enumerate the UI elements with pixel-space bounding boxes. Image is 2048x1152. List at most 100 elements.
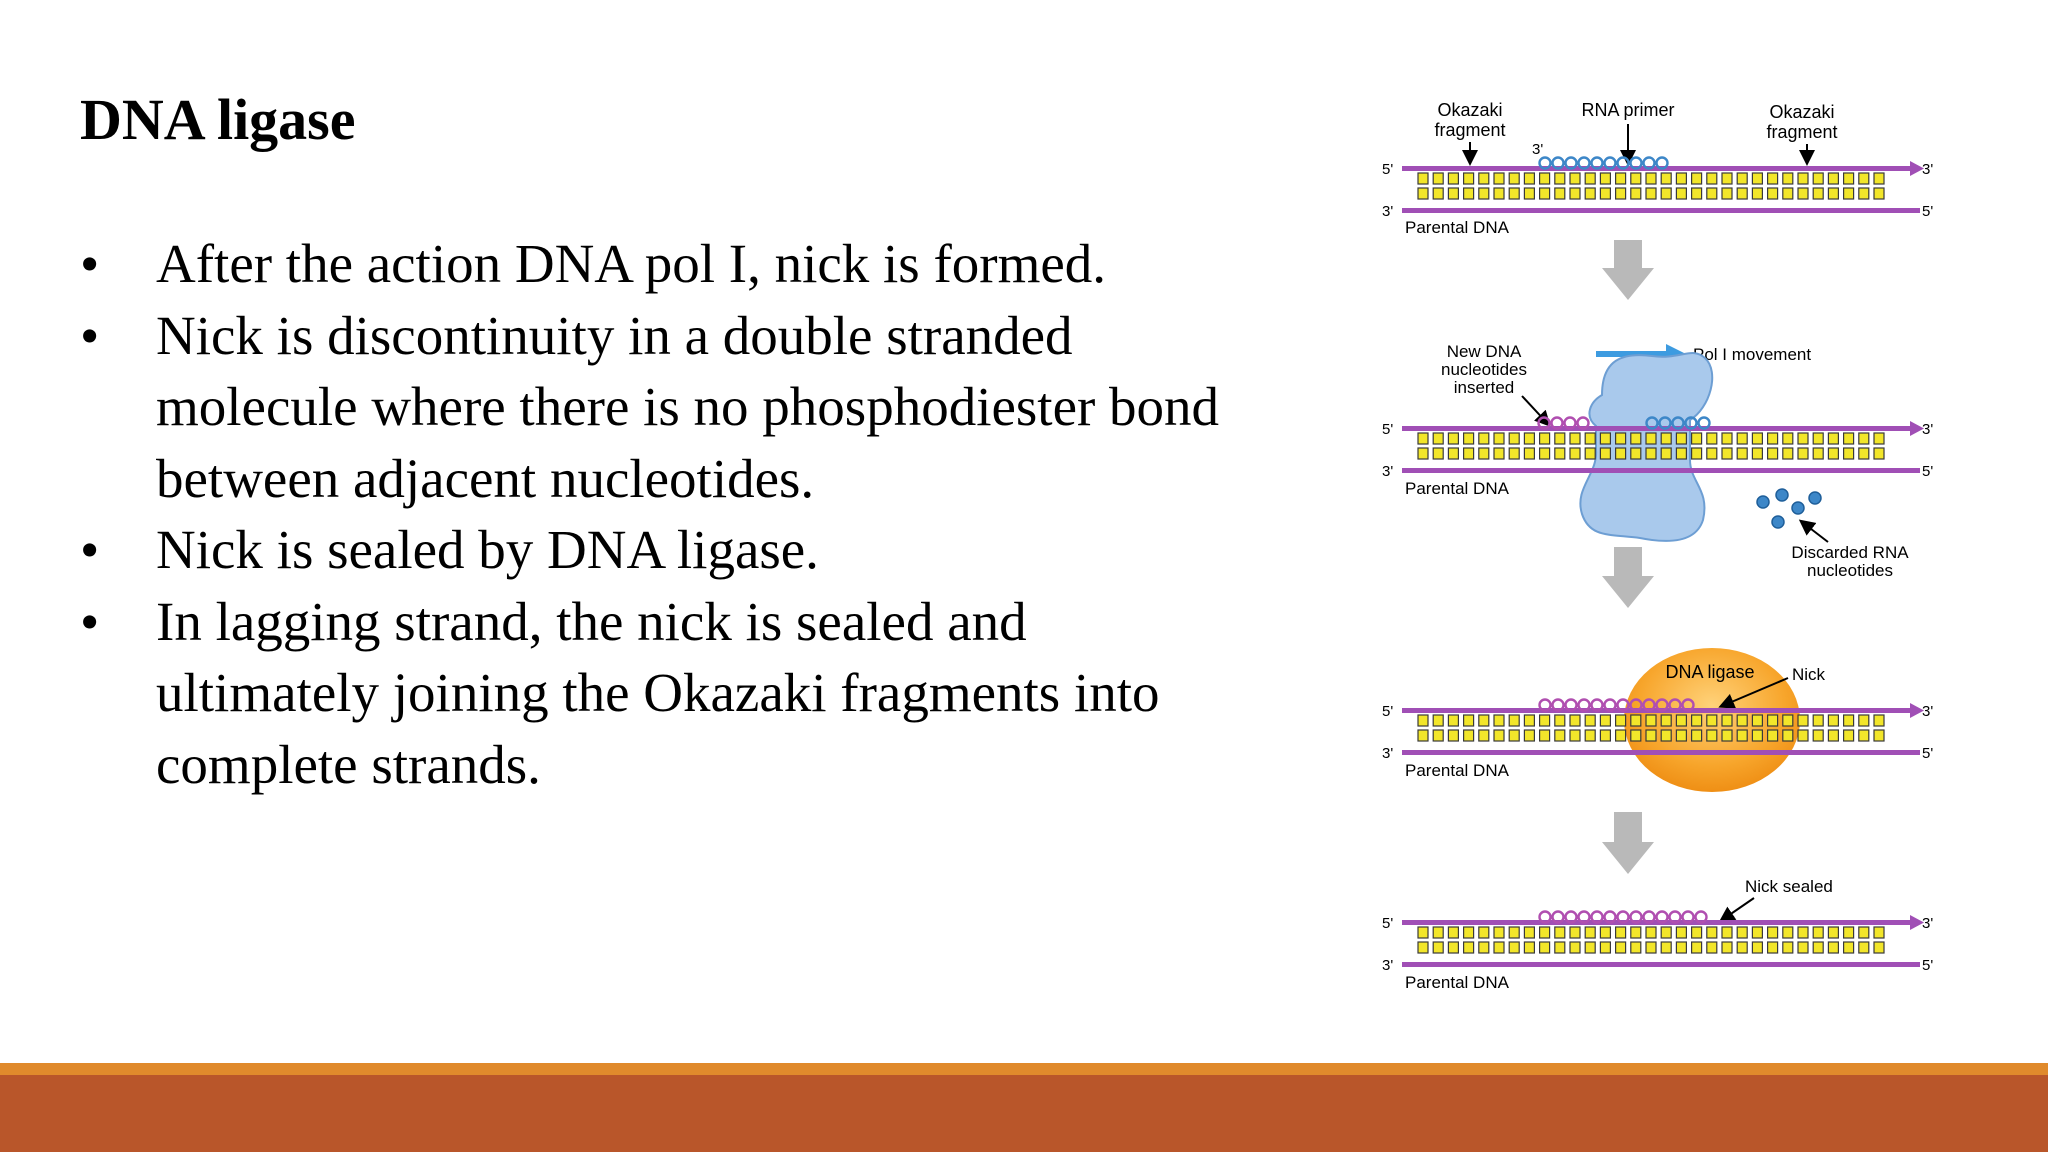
new-nucleotide-beads [1538, 698, 1695, 712]
base-bottom [1767, 941, 1779, 954]
base-top [1782, 432, 1794, 445]
nucleotide-bead [1590, 698, 1604, 712]
base-top [1447, 926, 1460, 939]
base-bottom [1706, 187, 1718, 200]
base-top [1584, 714, 1596, 727]
base-top [1675, 432, 1687, 445]
nucleotide-bead [1538, 698, 1552, 712]
base-bottom [1615, 447, 1627, 460]
base-bottom [1599, 447, 1611, 460]
base-top [1751, 714, 1763, 727]
base-top [1462, 172, 1475, 185]
base-bottom [1706, 447, 1718, 460]
base-top [1493, 714, 1505, 727]
base-bottom [1797, 447, 1809, 460]
base-top [1447, 432, 1460, 445]
slide-title: DNA ligase [80, 87, 356, 152]
base-bottom [1675, 941, 1687, 954]
base-bottom [1843, 941, 1855, 954]
base-top [1736, 926, 1748, 939]
base-bottom [1508, 447, 1520, 460]
sealed-nucleotide-beads [1538, 910, 1708, 924]
base-bottom [1873, 729, 1885, 742]
base-top [1630, 172, 1642, 185]
base-bottom [1843, 447, 1855, 460]
okazaki-left-label-1: Okazaki [1437, 100, 1502, 120]
bottom-strand [1402, 468, 1920, 473]
base-bottom [1858, 729, 1870, 742]
base-bottom [1554, 941, 1566, 954]
base-bottom [1843, 729, 1855, 742]
base-top [1599, 172, 1611, 185]
base-bottom [1751, 941, 1763, 954]
base-top [1797, 172, 1809, 185]
base-bottom [1675, 187, 1687, 200]
base-bottom [1417, 941, 1429, 954]
base-bottom [1539, 187, 1551, 200]
base-top [1584, 432, 1596, 445]
three-prime-left-label: 3' [1382, 957, 1393, 974]
three-prime-right-label: 3' [1922, 421, 1933, 438]
base-bottom [1569, 729, 1581, 742]
base-bottom [1523, 729, 1535, 742]
nucleotide-bead [1642, 156, 1656, 170]
bullet-item: •After the action DNA pol I, nick is for… [80, 228, 1260, 300]
bullet-list: •After the action DNA pol I, nick is for… [80, 228, 1260, 800]
base-top [1447, 714, 1460, 727]
base-top [1493, 172, 1505, 185]
base-top [1843, 926, 1855, 939]
base-top [1569, 926, 1581, 939]
base-bottom [1539, 729, 1551, 742]
okazaki-right-label-1: Okazaki [1769, 102, 1834, 122]
base-bottom [1447, 729, 1460, 742]
panel-1: Okazaki fragment RNA primer Okazaki frag… [1382, 100, 1933, 300]
nucleotide-bead [1577, 910, 1591, 924]
base-bottom [1508, 729, 1520, 742]
base-top [1843, 714, 1855, 727]
top-strand [1402, 920, 1910, 925]
nucleotide-bead [1590, 156, 1604, 170]
base-top [1615, 926, 1627, 939]
base-top [1812, 432, 1824, 445]
base-bottom [1827, 187, 1839, 200]
nucleotide-bead [1629, 910, 1643, 924]
base-bottom [1645, 187, 1657, 200]
base-top [1782, 172, 1794, 185]
three-prime-left-label: 3' [1382, 463, 1393, 480]
nucleotide-bead [1658, 416, 1672, 430]
base-bottom [1751, 447, 1763, 460]
bullet-dot: • [80, 233, 100, 294]
base-top [1675, 714, 1687, 727]
base-top [1462, 714, 1475, 727]
base-bottom [1462, 187, 1475, 200]
base-top [1508, 432, 1520, 445]
base-top [1508, 926, 1520, 939]
base-top [1767, 432, 1779, 445]
base-top [1858, 432, 1870, 445]
new-dna-label-1: New DNA [1447, 342, 1522, 361]
nucleotide-bead [1577, 698, 1591, 712]
base-bottom [1630, 187, 1642, 200]
base-bottom [1827, 447, 1839, 460]
nucleotide-bead [1642, 698, 1656, 712]
base-top [1812, 172, 1824, 185]
base-top [1797, 926, 1809, 939]
nucleotide-bead [1564, 910, 1578, 924]
base-bottom [1675, 729, 1687, 742]
base-bottom [1569, 941, 1581, 954]
new-nucleotide-beads [1537, 416, 1590, 430]
base-top [1827, 172, 1839, 185]
base-bottom [1508, 187, 1520, 200]
base-top [1645, 432, 1657, 445]
base-bottom [1584, 729, 1596, 742]
bottom-strand [1402, 750, 1920, 755]
nucleotide-bead [1671, 416, 1685, 430]
base-top [1630, 714, 1642, 727]
base-bottom [1767, 187, 1779, 200]
base-bottom [1827, 729, 1839, 742]
five-prime-left-label: 5' [1382, 421, 1393, 438]
bottom-strand [1402, 208, 1920, 213]
base-top [1569, 714, 1581, 727]
base-bottom [1615, 941, 1627, 954]
base-bottom [1858, 941, 1870, 954]
